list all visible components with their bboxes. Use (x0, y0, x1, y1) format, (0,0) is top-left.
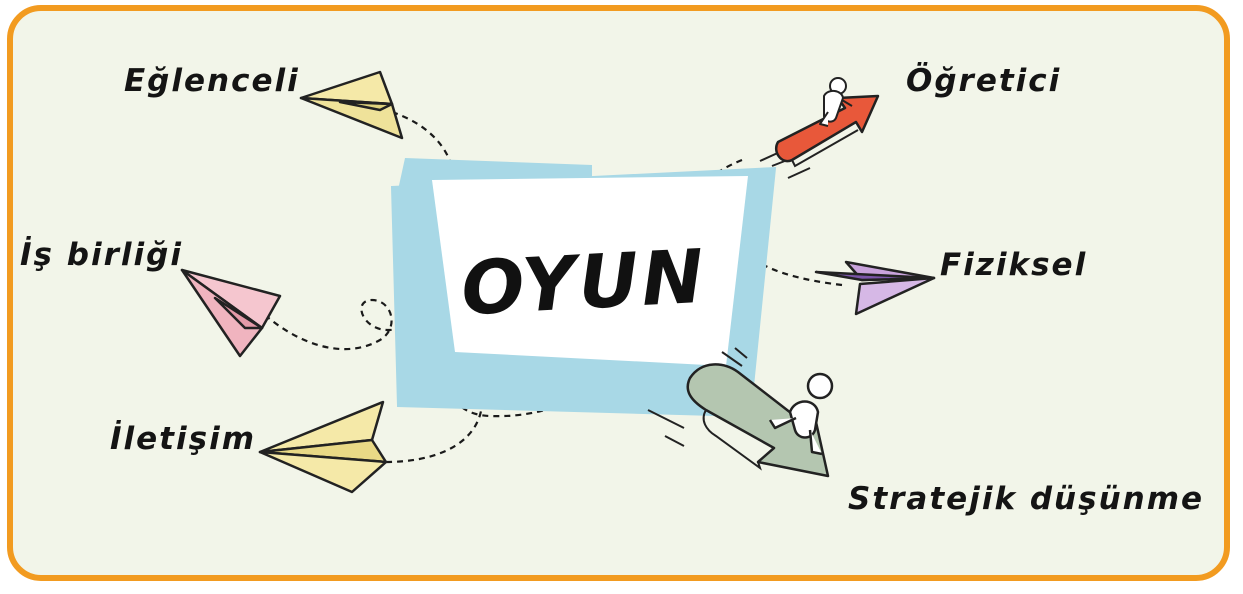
label-eglenceli: Eğlenceli (124, 66, 300, 97)
label-iletisim: İletişim (110, 424, 256, 455)
paper-plane-icon (260, 402, 386, 492)
center-title: OYUN (446, 239, 722, 327)
paper-plane-icon (301, 72, 402, 138)
label-stratejik-dusunme: Stratejik düşünme (848, 484, 1204, 515)
paper-plane-icon (816, 262, 934, 314)
label-fiziksel: Fiziksel (940, 250, 1087, 281)
label-ogretici: Öğretici (906, 66, 1061, 97)
label-is-birligi: İş birliği (20, 240, 183, 271)
paper-plane-icon (182, 270, 280, 356)
